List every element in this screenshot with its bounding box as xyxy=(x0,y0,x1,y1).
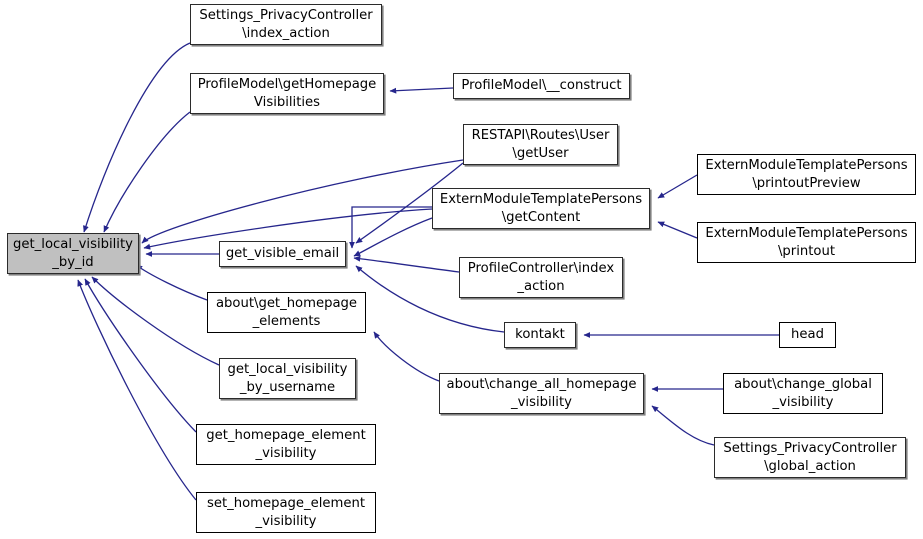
edge-about_ghe-to-root xyxy=(135,264,208,301)
node-settings_global[interactable]: Settings_PrivacyController \global_actio… xyxy=(714,437,906,478)
edge-set_hev-to-root xyxy=(77,279,197,501)
node-about_cgv[interactable]: about\change_global _visibility xyxy=(723,373,883,414)
edge-emtp_getcontent-to-visible_email xyxy=(349,206,432,249)
node-get_hev[interactable]: get_homepage_element _visibility xyxy=(196,424,376,465)
edge-emtp_preview-to-emtp_getcontent xyxy=(657,174,698,199)
edge-pm_construct-to-profilemodel_gh xyxy=(389,87,454,94)
node-glv_username[interactable]: get_local_visibility _by_username xyxy=(219,358,356,399)
edge-settings_global-to-about_cahv xyxy=(651,405,715,446)
node-pc_index[interactable]: ProfileController\index _action xyxy=(459,257,623,298)
node-root[interactable]: get_local_visibility _by_id xyxy=(7,233,139,274)
edge-restapi_getuser-to-root xyxy=(141,159,464,244)
node-emtp_preview[interactable]: ExternModuleTemplatePersons \printoutPre… xyxy=(697,154,916,195)
node-emtp_getcontent[interactable]: ExternModuleTemplatePersons \getContent xyxy=(432,188,650,229)
edge-profilemodel_gh-to-root xyxy=(103,111,191,233)
edge-get_hev-to-root xyxy=(84,278,197,433)
node-emtp_printout[interactable]: ExternModuleTemplatePersons \printout xyxy=(697,222,916,263)
edge-emtp_getcontent-to-root xyxy=(143,208,433,250)
node-profilemodel_gh[interactable]: ProfileModel\getHomepage Visibilities xyxy=(190,73,384,114)
node-about_cahv[interactable]: about\change_all_homepage _visibility xyxy=(439,373,644,414)
edge-emtp_printout-to-emtp_getcontent xyxy=(657,221,698,239)
edge-settings_index-to-root xyxy=(83,42,191,233)
node-pm_construct[interactable]: ProfileModel\__construct xyxy=(453,73,630,99)
edge-emtp_getcontent-to-visible_email xyxy=(353,217,433,257)
edge-kontakt-to-visible_email xyxy=(355,265,505,333)
node-restapi_getuser[interactable]: RESTAPI\Routes\User \getUser xyxy=(463,124,618,165)
edge-glv_username-to-root xyxy=(91,276,220,366)
node-kontakt[interactable]: kontakt xyxy=(504,322,576,348)
node-about_ghe[interactable]: about\get_homepage _elements xyxy=(207,292,366,333)
node-settings_index[interactable]: Settings_PrivacyController \index_action xyxy=(190,4,382,45)
edges xyxy=(77,42,779,501)
node-head[interactable]: head xyxy=(779,322,836,348)
edge-about_cahv-to-about_ghe xyxy=(373,331,440,382)
edge-pc_index-to-visible_email xyxy=(353,255,460,273)
node-visible_email[interactable]: get_visible_email xyxy=(219,241,346,267)
node-set_hev[interactable]: set_homepage_element _visibility xyxy=(196,492,376,533)
